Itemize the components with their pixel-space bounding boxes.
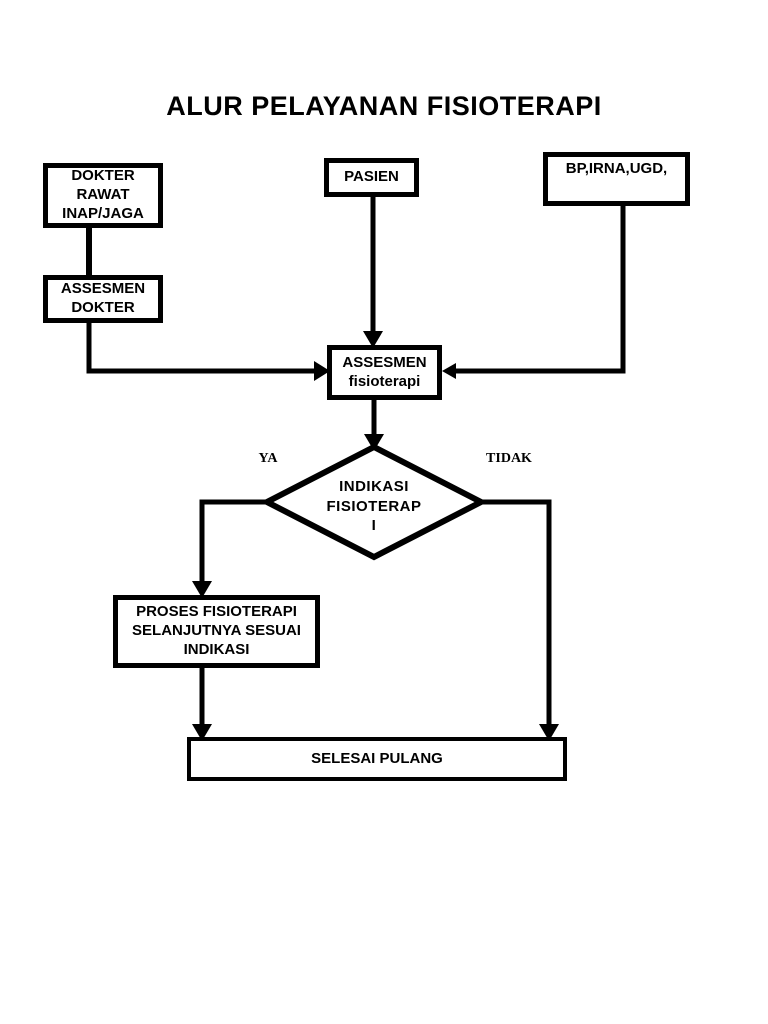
connector-decision-tidak-to-selesai	[476, 499, 559, 741]
node-selesai-pulang: SELESAI PULANG	[187, 737, 567, 781]
connector-assesmen-fisioterapi-to-decision	[364, 397, 384, 451]
arrowhead-down-icon	[539, 724, 559, 741]
node-assesmen-dokter: ASSESMEN DOKTER	[43, 275, 163, 323]
page-title: ALUR PELAYANAN FISIOTERAPI	[166, 91, 602, 121]
branch-label-tidak: TIDAK	[486, 451, 532, 466]
node-proses-fisioterapi: PROSES FISIOTERAPI SELANJUTNYA SESUAI IN…	[113, 595, 320, 668]
arrowhead-down-icon	[364, 434, 384, 451]
node-pasien: PASIEN	[324, 158, 419, 197]
connector-decision-ya-to-proses	[192, 499, 272, 598]
arrowhead-down-icon	[192, 581, 212, 598]
branch-label-ya: YA	[258, 451, 278, 466]
connector-bp-to-assesmen-fisioterapi	[442, 203, 626, 379]
node-bp-irna-ugd: BP,IRNA,UGD,	[543, 152, 690, 206]
arrowhead-right-icon	[314, 361, 330, 381]
connector-proses-to-selesai	[192, 665, 212, 741]
connector-pasien-to-assesmen-fisioterapi	[363, 195, 383, 348]
arrowhead-down-icon	[192, 724, 212, 741]
connector-assesmen-dokter-to-assesmen-fisioterapi	[86, 320, 330, 381]
node-dokter-rawat-inap-jaga: DOKTER RAWAT INAP/JAGA	[43, 163, 163, 228]
node-assesmen-fisioterapi: ASSESMEN fisioterapi	[327, 345, 442, 400]
arrowhead-left-icon	[442, 363, 456, 379]
arrowhead-down-icon	[363, 331, 383, 348]
decision-diamond	[260, 443, 488, 561]
decision-label-indikasi-fisioterapi: INDIKASI FISIOTERAP I	[326, 478, 422, 534]
